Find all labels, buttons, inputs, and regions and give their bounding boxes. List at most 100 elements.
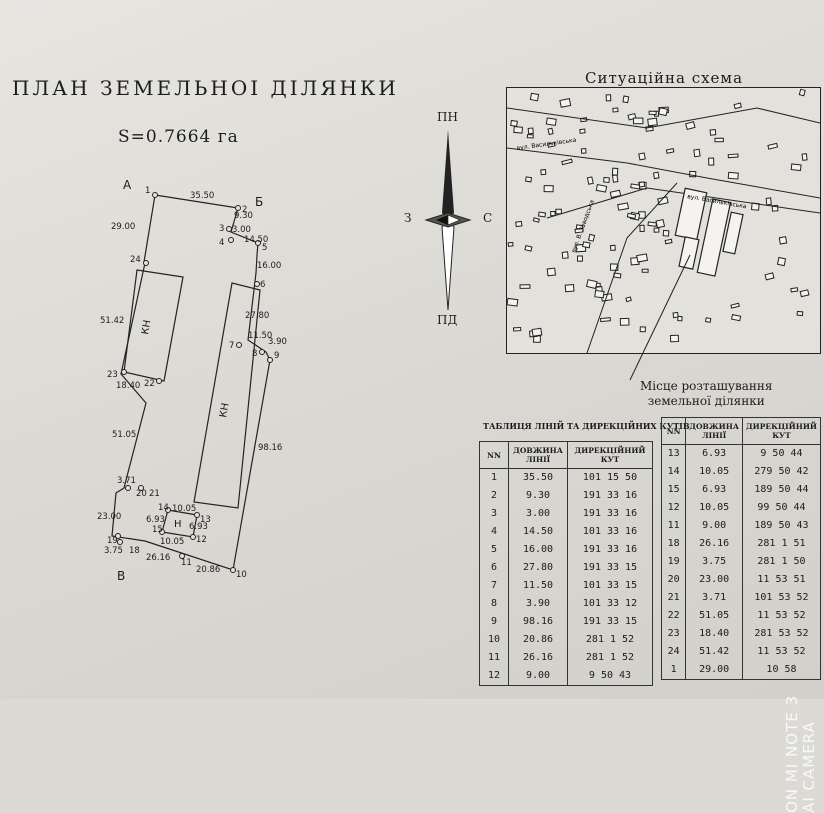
building-n-label: Н (174, 519, 182, 530)
map-building (655, 218, 666, 229)
table-nn-right-4: 12 (667, 502, 680, 513)
table-angle-4: 101 33 16 (582, 526, 638, 537)
table-angle-right-3: 189 50 44 (754, 484, 809, 495)
table-nn-4: 4 (490, 526, 498, 537)
point-number-14: 14 (158, 503, 169, 513)
map-building (630, 183, 641, 190)
map-building (540, 169, 547, 176)
segment-length-3: 3.00 (232, 225, 251, 235)
point-number-11: 11 (181, 558, 192, 568)
map-building (662, 229, 670, 237)
map-building (576, 255, 583, 262)
map-building (599, 317, 611, 323)
header-angle: ДИРЕКЦІЙНИЙ КУТ (567, 441, 653, 469)
segment-length-14: 3.71 (117, 476, 136, 486)
point-number-3: 3 (219, 224, 224, 234)
table-angle-3: 191 33 16 (582, 508, 638, 519)
compass-south: ПД (437, 313, 458, 327)
table-nn-right-11: 23 (667, 628, 680, 639)
table-length-right-10: 51.05 (699, 610, 730, 621)
map-building (561, 158, 573, 166)
table-angle-9: 191 33 15 (582, 616, 638, 627)
segment-length-4: 14.50 (244, 235, 268, 245)
map-building (672, 311, 679, 319)
table-length-7: 11.50 (522, 580, 554, 591)
table-length-right-4: 10.05 (699, 502, 730, 513)
map-building (580, 148, 587, 154)
map-building (547, 141, 556, 148)
map-building (512, 326, 522, 332)
table-angle-right-8: 11 53 51 (757, 574, 806, 585)
point-number-15: 15 (152, 525, 163, 535)
map-building (564, 284, 575, 293)
map-building (609, 189, 622, 199)
caption-line-2: земельної ділянки (647, 394, 765, 408)
table-nn-8: 8 (490, 598, 498, 609)
scheme-title: Ситуаційна схема (585, 69, 744, 87)
table-angle-2: 191 33 16 (582, 490, 638, 501)
point-number-13: 13 (200, 515, 211, 525)
table-angle-right-6: 281 1 51 (757, 538, 806, 549)
table-length-right-7: 3.75 (702, 556, 727, 567)
map-building (765, 197, 772, 206)
table-nn-6: 6 (490, 562, 498, 573)
map-building (537, 211, 547, 218)
corner-label-3: В (117, 569, 125, 583)
table-nn-9: 9 (490, 616, 498, 627)
table-angle-5: 191 33 16 (582, 544, 638, 555)
point-number-20: 20 (136, 489, 147, 499)
building-kn-label-1: КН (140, 319, 153, 335)
table-length-right-11: 18.40 (699, 628, 730, 639)
point-number-23: 23 (107, 370, 118, 380)
map-building (609, 244, 616, 251)
table-angle-right-10: 11 53 52 (757, 610, 806, 621)
corner-label-2: Б (255, 195, 263, 209)
table-length-11: 26.16 (522, 652, 554, 663)
map-building (799, 289, 810, 298)
camera-watermark: ON MI NOTE 3 AI CAMERA (783, 695, 818, 813)
map-building (647, 221, 657, 227)
map-building (513, 126, 524, 134)
map-building (798, 88, 806, 97)
table-length-right-6: 26.16 (699, 538, 730, 549)
map-building (625, 296, 632, 303)
header-nn: NN (479, 441, 509, 469)
map-building (507, 297, 519, 307)
map-building (617, 202, 630, 211)
map-building (647, 117, 658, 127)
table-length-5: 16.00 (522, 544, 554, 555)
map-building (764, 272, 775, 281)
map-building (657, 196, 669, 206)
plot-area: S=0.7664 га (118, 127, 239, 147)
map-drawing: вул. Васильківська вул. Васильківська ву… (507, 88, 820, 353)
map-building (545, 117, 557, 127)
segment-length-15: 51.05 (112, 430, 136, 440)
table-angle-right-11: 281 53 52 (754, 628, 809, 639)
compass-north: ПН (437, 110, 458, 124)
map-building (585, 279, 598, 290)
map-building (527, 127, 534, 135)
table-nn-right-12: 24 (667, 646, 680, 657)
map-building (515, 220, 523, 228)
map-building (653, 227, 660, 233)
table-nn-right-9: 21 (667, 592, 680, 603)
map-building (561, 251, 569, 259)
point-number-8: 8 (252, 349, 257, 359)
table-angle-right-4: 99 50 44 (757, 502, 806, 513)
table-nn-5: 5 (490, 544, 498, 555)
compass-west: З (404, 211, 412, 225)
segment-length-16: 18.40 (116, 381, 140, 391)
table-length-right-5: 9.00 (702, 520, 727, 531)
header-length: ДОВЖИНА ЛІНІЇ (508, 441, 568, 469)
map-building (727, 153, 739, 159)
point-number-1: 1 (145, 186, 150, 196)
map-building (612, 107, 619, 113)
table-nn-right-3: 15 (667, 484, 680, 495)
map-building (633, 117, 644, 125)
map-building (693, 148, 701, 158)
table-nn-right-7: 19 (667, 556, 680, 567)
